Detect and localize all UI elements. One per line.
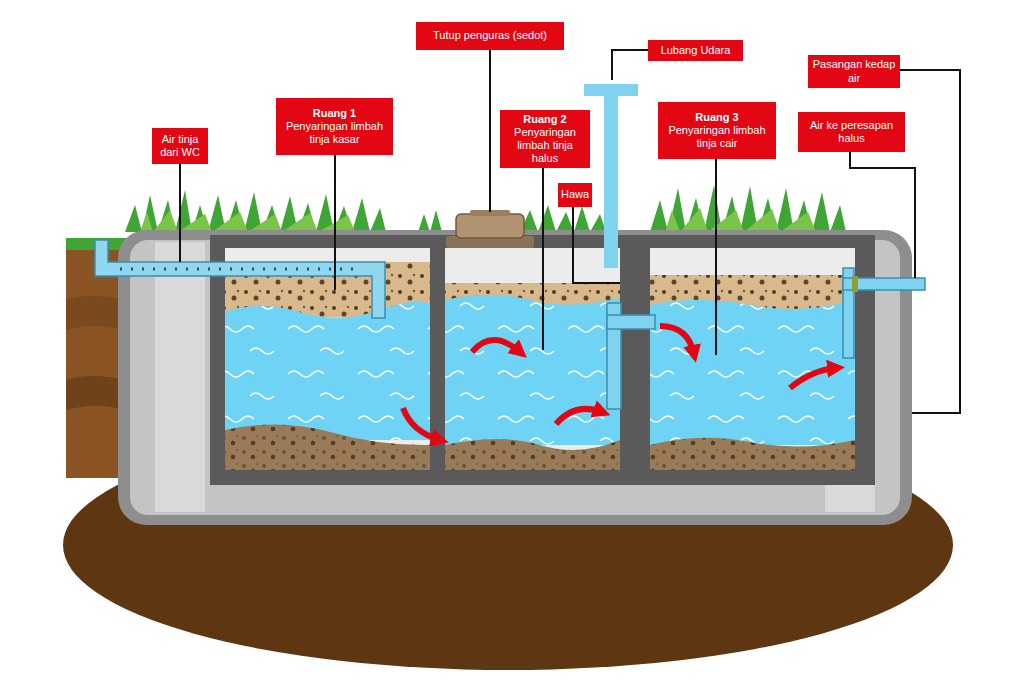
water	[650, 300, 855, 445]
label-box: Air ke peresapan halus	[798, 112, 905, 152]
baffle-wall	[430, 248, 445, 420]
label-box: Air tinja dari WC	[152, 128, 208, 164]
label-text: Air tinja dari WC	[156, 133, 204, 159]
inlet-pipe	[95, 240, 385, 318]
vent-cap	[584, 84, 638, 96]
label-text: Penyaringan limbah tinja kasar	[280, 120, 389, 146]
label-box: Lubang Udara	[648, 40, 743, 61]
label-text: Air ke peresapan halus	[802, 119, 901, 145]
manhole-cover	[456, 214, 524, 238]
seal	[852, 276, 858, 292]
label-box: Tutup penguras (sedot)	[416, 22, 564, 50]
label-text: Penyaringan limbah tinja cair	[662, 124, 772, 150]
leader-line	[573, 207, 620, 283]
water	[225, 301, 430, 440]
tee-pipe	[607, 315, 655, 329]
water-waves	[650, 300, 855, 445]
inlet-waste	[120, 268, 360, 271]
leader-line	[542, 168, 544, 350]
label-text: Hawa	[561, 188, 589, 201]
leader-line	[334, 155, 336, 290]
sludge-layer	[445, 439, 620, 470]
soil-bank	[66, 248, 126, 478]
grass	[140, 210, 355, 232]
label-box: Pasangan kedap air	[808, 55, 900, 88]
grass	[665, 208, 816, 232]
flow-arrow	[403, 408, 440, 440]
wall-highlight	[155, 242, 205, 512]
grass	[520, 205, 606, 232]
label-text: Pasangan kedap air	[812, 58, 896, 84]
label-heading: Ruang 3	[695, 111, 738, 124]
label-heading: Ruang 2	[523, 113, 566, 126]
chamber-air	[650, 248, 855, 470]
leader-line	[900, 70, 960, 413]
flow-arrow	[556, 409, 602, 424]
grass	[125, 190, 386, 232]
label-heading: Ruang 1	[313, 107, 356, 120]
label-box: Ruang 1Penyaringan limbah tinja kasar	[276, 98, 393, 155]
label-box: Hawa	[558, 183, 592, 207]
leader-line	[489, 50, 491, 212]
sludge-layer	[650, 438, 855, 470]
label-text: Penyaringan limbah tinja halus	[504, 126, 586, 166]
flow-arrow	[790, 368, 836, 388]
chamber-air	[225, 248, 430, 470]
soil-layer	[66, 376, 126, 410]
water-waves	[445, 295, 620, 445]
vent-pipe	[604, 90, 618, 268]
chamber-air	[445, 248, 620, 470]
label-text: Lubang Udara	[661, 44, 731, 57]
flow-arrow	[472, 340, 520, 352]
leader-line	[612, 50, 648, 80]
grass	[418, 210, 442, 232]
label-text: Tutup penguras (sedot)	[433, 29, 547, 42]
sludge-layer	[225, 424, 430, 470]
soil-layer	[66, 296, 126, 330]
label-box: Ruang 2Penyaringan limbah tinja halus	[500, 110, 590, 168]
label-box: Ruang 3Penyaringan limbah tinja cair	[658, 102, 776, 159]
grass	[650, 185, 846, 232]
leader-line	[715, 158, 717, 355]
flow-arrow	[660, 326, 694, 354]
water	[445, 295, 620, 445]
water-waves	[225, 301, 430, 440]
partition-wall	[620, 248, 650, 470]
leader-line	[850, 152, 915, 278]
leader-line	[179, 164, 181, 262]
